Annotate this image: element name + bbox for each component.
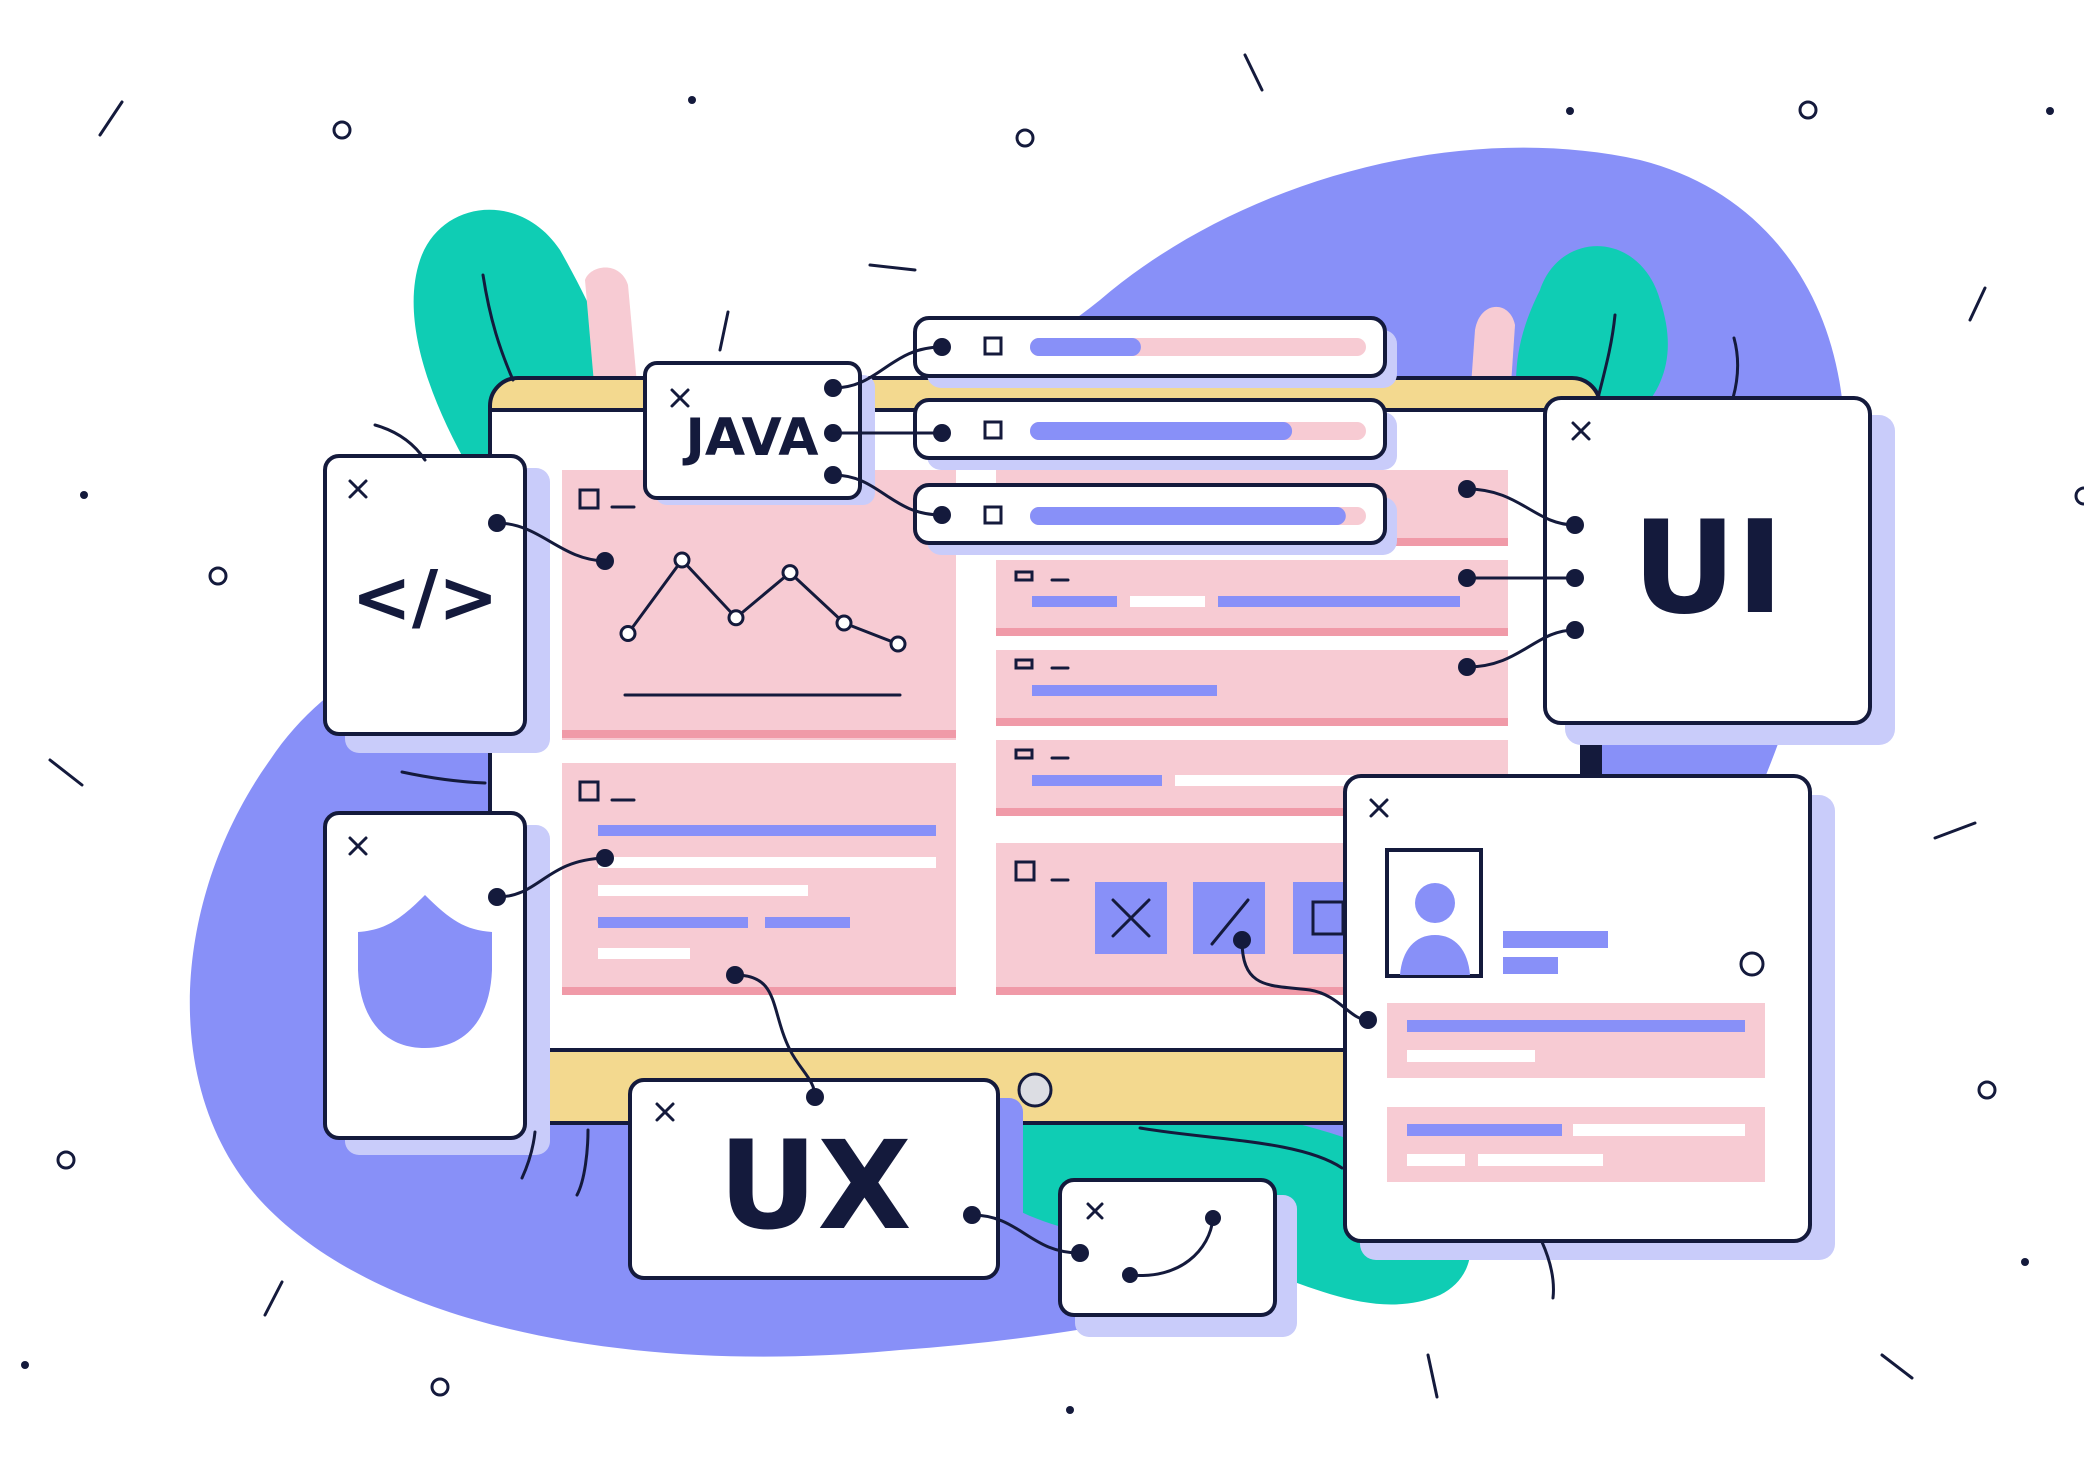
line-chart-icon (626, 557, 900, 646)
chart-panel (562, 470, 956, 740)
close-icon[interactable] (1571, 421, 1591, 441)
checkbox-icon[interactable] (983, 505, 1003, 525)
ui-card[interactable]: UI (1543, 396, 1895, 745)
ux-card[interactable]: UX (628, 1078, 1023, 1298)
pink-leaf-left (585, 267, 638, 395)
chart-points (619, 551, 907, 653)
close-icon[interactable] (1369, 798, 1389, 818)
decor-dots (21, 96, 2054, 1414)
progress-card-1[interactable] (913, 316, 1397, 388)
checkbox-icon[interactable] (983, 420, 1003, 440)
code-card[interactable]: </> (323, 454, 550, 753)
decor-circles (56, 100, 2084, 1397)
close-icon[interactable] (348, 836, 368, 856)
checkbox-icon[interactable] (1014, 860, 1036, 882)
checkbox-icon[interactable] (578, 488, 600, 510)
progress-card-3[interactable] (913, 483, 1397, 555)
chart-point-4 (781, 564, 799, 582)
edit-tool-button[interactable] (1193, 882, 1265, 954)
close-icon[interactable] (348, 479, 368, 499)
curve-icon (1122, 1210, 1221, 1283)
code-icon: </> (352, 555, 499, 639)
ui-label: UI (1632, 494, 1784, 643)
checkbox-icon[interactable] (983, 336, 1003, 356)
chart-point-5 (835, 614, 853, 632)
text-panel-left (562, 763, 956, 995)
chart-point-2 (673, 551, 691, 569)
profile-card[interactable] (1343, 774, 1835, 1260)
checkbox-icon[interactable] (578, 780, 600, 802)
progress-fill (1030, 338, 1141, 356)
chart-point-3 (727, 609, 745, 627)
ux-label: UX (718, 1115, 911, 1257)
progress-fill (1030, 507, 1346, 525)
curve-card[interactable] (1058, 1178, 1297, 1337)
user-icon (1385, 848, 1483, 978)
close-icon[interactable] (670, 388, 690, 408)
chart-point-6 (889, 635, 907, 653)
shield-card[interactable] (323, 811, 550, 1155)
decor-marks (48, 53, 1987, 1399)
progress-card-2[interactable] (913, 398, 1397, 470)
java-label: JAVA (682, 408, 818, 468)
radio-icon[interactable] (1739, 951, 1765, 977)
connectors (488, 338, 1584, 1262)
chart-point-1 (619, 625, 637, 642)
decor-curves (373, 273, 1740, 1300)
java-card[interactable]: JAVA (643, 361, 875, 505)
close-icon[interactable] (1086, 1202, 1104, 1220)
shield-icon (358, 895, 492, 1048)
monitor-power-button[interactable] (1017, 1072, 1053, 1108)
progress-fill (1030, 422, 1293, 440)
progress-bars (913, 316, 1397, 555)
close-icon[interactable] (655, 1102, 675, 1122)
